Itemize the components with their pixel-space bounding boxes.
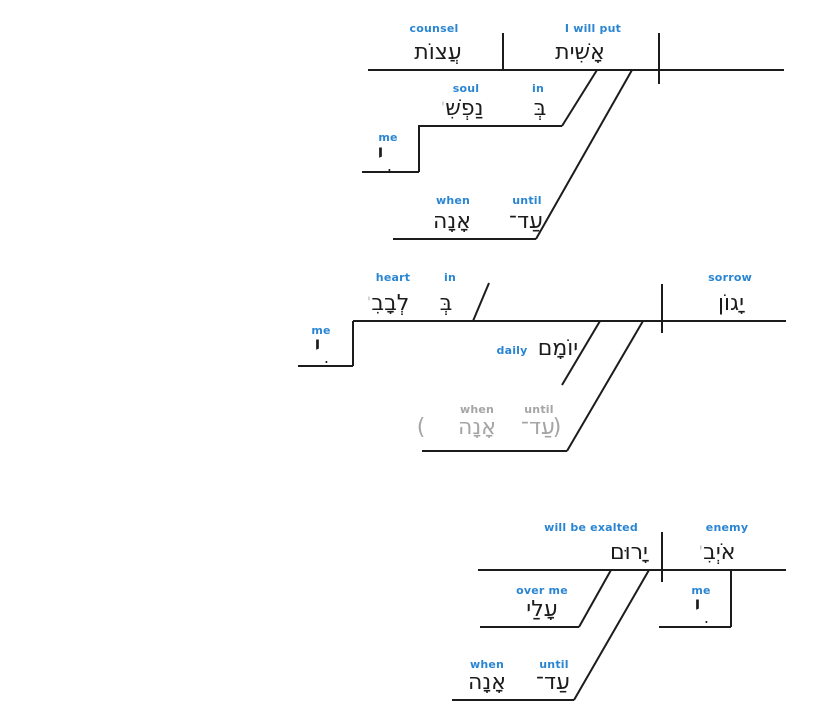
gloss-in-1: in xyxy=(531,82,545,95)
word-me-2-vowel-dot: . xyxy=(323,348,329,367)
word-will-be-exalted[interactable]: יָרוּם xyxy=(610,540,648,565)
word-when-3[interactable]: אָנָה xyxy=(468,670,506,695)
c2-daily-slant xyxy=(561,320,601,386)
c3-pp-diagonal xyxy=(578,569,612,628)
word-soul-suffix-yod: י xyxy=(441,97,445,111)
word-in-1[interactable]: בְּ xyxy=(533,96,547,121)
word-me-1-vowel-dot: . xyxy=(386,156,392,175)
word-sorrow[interactable]: יָגוֹן xyxy=(718,291,744,316)
word-soul-text: נַפְשִׁ xyxy=(445,96,484,121)
gloss-when-3: when xyxy=(469,658,505,671)
word-me-2-yod: י xyxy=(314,329,321,364)
gloss-enemy: enemy xyxy=(705,521,749,534)
word-me-1[interactable]: י. xyxy=(377,137,392,176)
word-when-1[interactable]: אָנָה xyxy=(433,209,471,234)
c1-adverbial-diagonal xyxy=(535,69,633,240)
gloss-until-elided: until xyxy=(524,403,554,416)
word-soul[interactable]: נַפְשִׁי xyxy=(441,97,484,123)
c2-pp-slash xyxy=(472,282,490,322)
gloss-i-will-put: I will put xyxy=(564,22,622,35)
word-heart-suffix-yod: י xyxy=(367,292,371,306)
word-in-2[interactable]: בְּ xyxy=(439,291,453,316)
elided-open-paren: ( xyxy=(416,415,426,440)
gloss-me-1: me xyxy=(378,131,398,144)
gloss-soul: soul xyxy=(452,82,480,95)
gloss-when-elided: when xyxy=(459,403,495,416)
word-until-elided[interactable]: עַד־ xyxy=(521,415,555,440)
gloss-me-3: me xyxy=(691,584,711,597)
elided-close-paren: ) xyxy=(552,415,562,440)
gloss-until-1: until xyxy=(512,194,542,207)
word-over-me[interactable]: עָלַי xyxy=(526,597,558,622)
gloss-me-2: me xyxy=(311,324,331,337)
word-enemy-suffix-yod: י xyxy=(699,541,703,555)
word-heart[interactable]: לְבָבִי xyxy=(367,292,410,318)
gloss-counsel: counsel xyxy=(409,22,459,35)
gloss-will-be-exalted: will be exalted xyxy=(544,521,638,534)
gloss-daily: daily xyxy=(496,344,528,357)
c1-pp-diagonal xyxy=(561,69,598,127)
word-until-3[interactable]: עַד־ xyxy=(536,670,570,695)
gloss-in-2: in xyxy=(443,271,457,284)
gloss-sorrow: sorrow xyxy=(708,271,752,284)
word-heart-text: לְבָבִ xyxy=(371,291,410,316)
gloss-heart: heart xyxy=(375,271,411,284)
word-me-3-vowel-dot: . xyxy=(703,608,709,627)
word-enemy-text: אֹיְבִ xyxy=(703,540,736,565)
word-me-3-yod: י xyxy=(694,589,701,624)
c2-elided-diagonal xyxy=(566,320,644,452)
word-me-3[interactable]: י. xyxy=(694,589,709,628)
word-me-1-yod: י xyxy=(377,137,384,172)
gloss-until-3: until xyxy=(539,658,569,671)
word-counsel[interactable]: עֲצוֹת xyxy=(414,40,462,65)
c3-adverbial-diagonal xyxy=(573,569,650,701)
gloss-over-me: over me xyxy=(516,584,568,597)
word-when-elided[interactable]: אָנָה xyxy=(458,415,496,440)
gloss-when-1: when xyxy=(435,194,471,207)
word-until-1[interactable]: עַד־ xyxy=(509,209,543,234)
word-daily[interactable]: יוֹמָם xyxy=(537,336,579,361)
word-i-will-put[interactable]: אָשִׁית xyxy=(555,40,605,65)
word-enemy[interactable]: אֹיְבִי xyxy=(698,541,735,567)
word-me-2[interactable]: י. xyxy=(314,329,329,368)
